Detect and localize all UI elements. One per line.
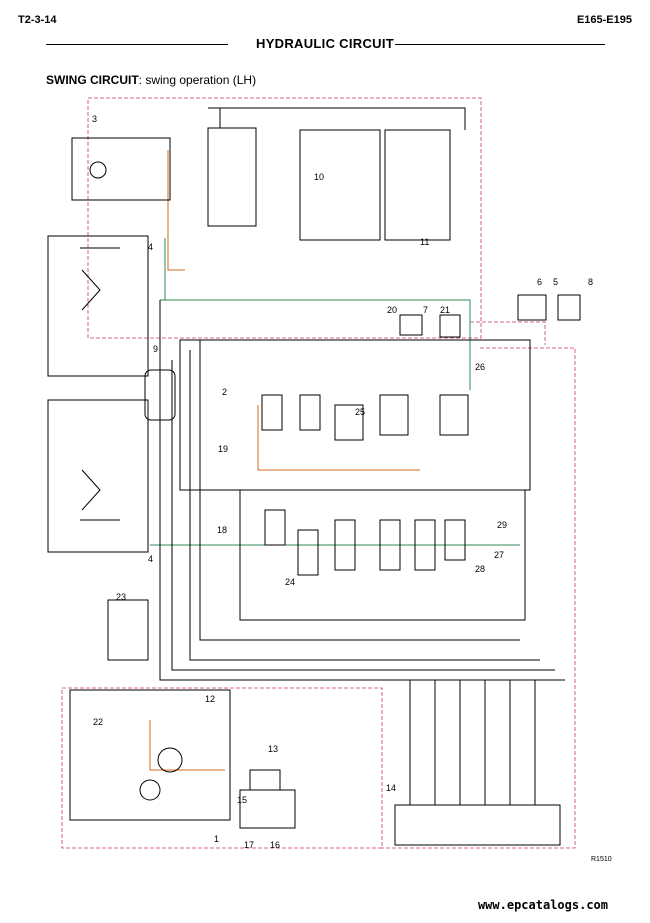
svg-text:24: 24 — [285, 577, 295, 587]
svg-text:23: 23 — [116, 592, 126, 602]
svg-text:26: 26 — [475, 362, 485, 372]
callout-labels: 3 4 4 6 5 8 9 2 10 11 20 7 21 25 26 29 1… — [92, 114, 593, 850]
page-title: HYDRAULIC CIRCUIT — [256, 36, 394, 51]
svg-text:12: 12 — [205, 694, 215, 704]
drawing-code: R1510 — [591, 856, 612, 863]
svg-text:7: 7 — [423, 305, 428, 315]
main-lines — [47, 107, 581, 846]
title-rule-right — [395, 44, 605, 45]
title-rule-left — [46, 44, 228, 45]
svg-text:4: 4 — [148, 242, 153, 252]
svg-text:28: 28 — [475, 564, 485, 574]
svg-text:22: 22 — [93, 717, 103, 727]
page-number: T2-3-14 — [18, 14, 57, 26]
svg-text:5: 5 — [553, 277, 558, 287]
section-heading: SWING CIRCUIT — [46, 73, 139, 87]
svg-text:16: 16 — [270, 840, 280, 850]
svg-text:6: 6 — [537, 277, 542, 287]
svg-text:2: 2 — [222, 387, 227, 397]
svg-text:11: 11 — [420, 237, 429, 247]
footer-url[interactable]: www.epcatalogs.com — [477, 898, 608, 912]
svg-text:13: 13 — [268, 744, 278, 754]
svg-text:8: 8 — [588, 277, 593, 287]
svg-text:4: 4 — [148, 554, 153, 564]
svg-text:25: 25 — [355, 407, 365, 417]
svg-text:3: 3 — [92, 114, 97, 124]
svg-text:20: 20 — [387, 305, 397, 315]
svg-text:19: 19 — [218, 444, 228, 454]
svg-text:18: 18 — [217, 525, 227, 535]
svg-text:10: 10 — [314, 172, 324, 182]
svg-text:27: 27 — [494, 550, 504, 560]
svg-text:1: 1 — [214, 834, 219, 844]
svg-text:15: 15 — [237, 795, 247, 805]
svg-text:14: 14 — [386, 783, 396, 793]
model-range: E165-E195 — [576, 14, 632, 26]
section-subtitle: SWING CIRCUIT: swing operation (LH) — [46, 73, 256, 87]
svg-text:9: 9 — [153, 344, 158, 354]
svg-text:17: 17 — [244, 840, 254, 850]
svg-text:21: 21 — [440, 305, 450, 315]
drain-lines — [61, 97, 576, 849]
svg-text:29: 29 — [497, 520, 507, 530]
section-description: : swing operation (LH) — [138, 73, 257, 87]
return-lines — [150, 238, 520, 546]
